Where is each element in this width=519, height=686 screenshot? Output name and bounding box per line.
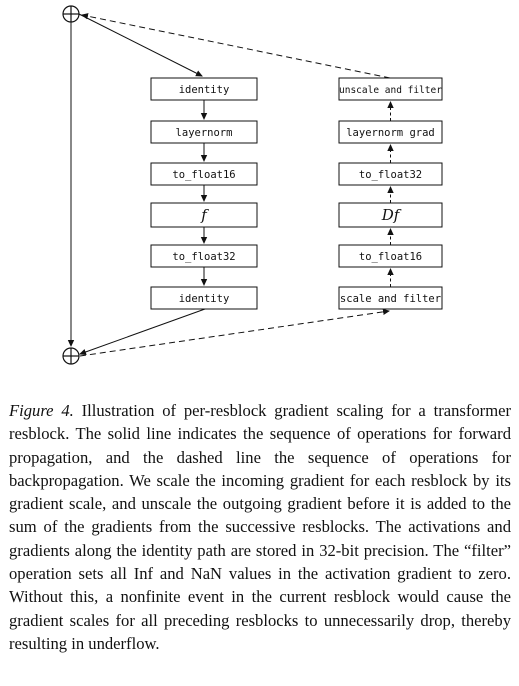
backward-input-line (79, 308, 390, 357)
backward-output-line (81, 13, 391, 79)
forward-block-label: to_float16 (172, 169, 235, 181)
figure-caption: Figure 4. Illustration of per-resblock g… (9, 399, 511, 655)
caption-text: Illustration of per-resblock gradient sc… (9, 401, 512, 653)
forward-block-label: to_float32 (172, 251, 235, 263)
forward-output-line (79, 308, 206, 355)
bottom-sum-node (62, 347, 80, 365)
backward-block-label: layernorm grad (346, 127, 435, 139)
forward-block-label: identity (179, 293, 230, 305)
top-sum-node (62, 5, 80, 23)
forward-block-identity-out (150, 286, 258, 310)
backward-chain: unscale and filter layernorm grad to_flo… (338, 77, 443, 310)
backward-block-df (338, 202, 443, 228)
forward-chain: identity layernorm to_float16 f to_float… (150, 77, 258, 310)
backward-block-label: unscale and filter (339, 85, 442, 96)
forward-block-label: f (200, 206, 209, 224)
backward-block-label: to_float32 (359, 169, 422, 181)
forward-input-line (78, 13, 203, 77)
forward-block-label: identity (179, 84, 230, 96)
forward-block-label: layernorm (176, 127, 233, 139)
backward-block-label: Df (381, 206, 402, 224)
backward-block-label: to_float16 (359, 251, 422, 263)
backward-block-unscale-filter (338, 77, 443, 101)
figure-label: Figure 4. (9, 401, 74, 420)
resblock-diagram: identity layernorm to_float16 f to_float… (62, 5, 443, 365)
backward-block-label: scale and filter (340, 293, 441, 305)
